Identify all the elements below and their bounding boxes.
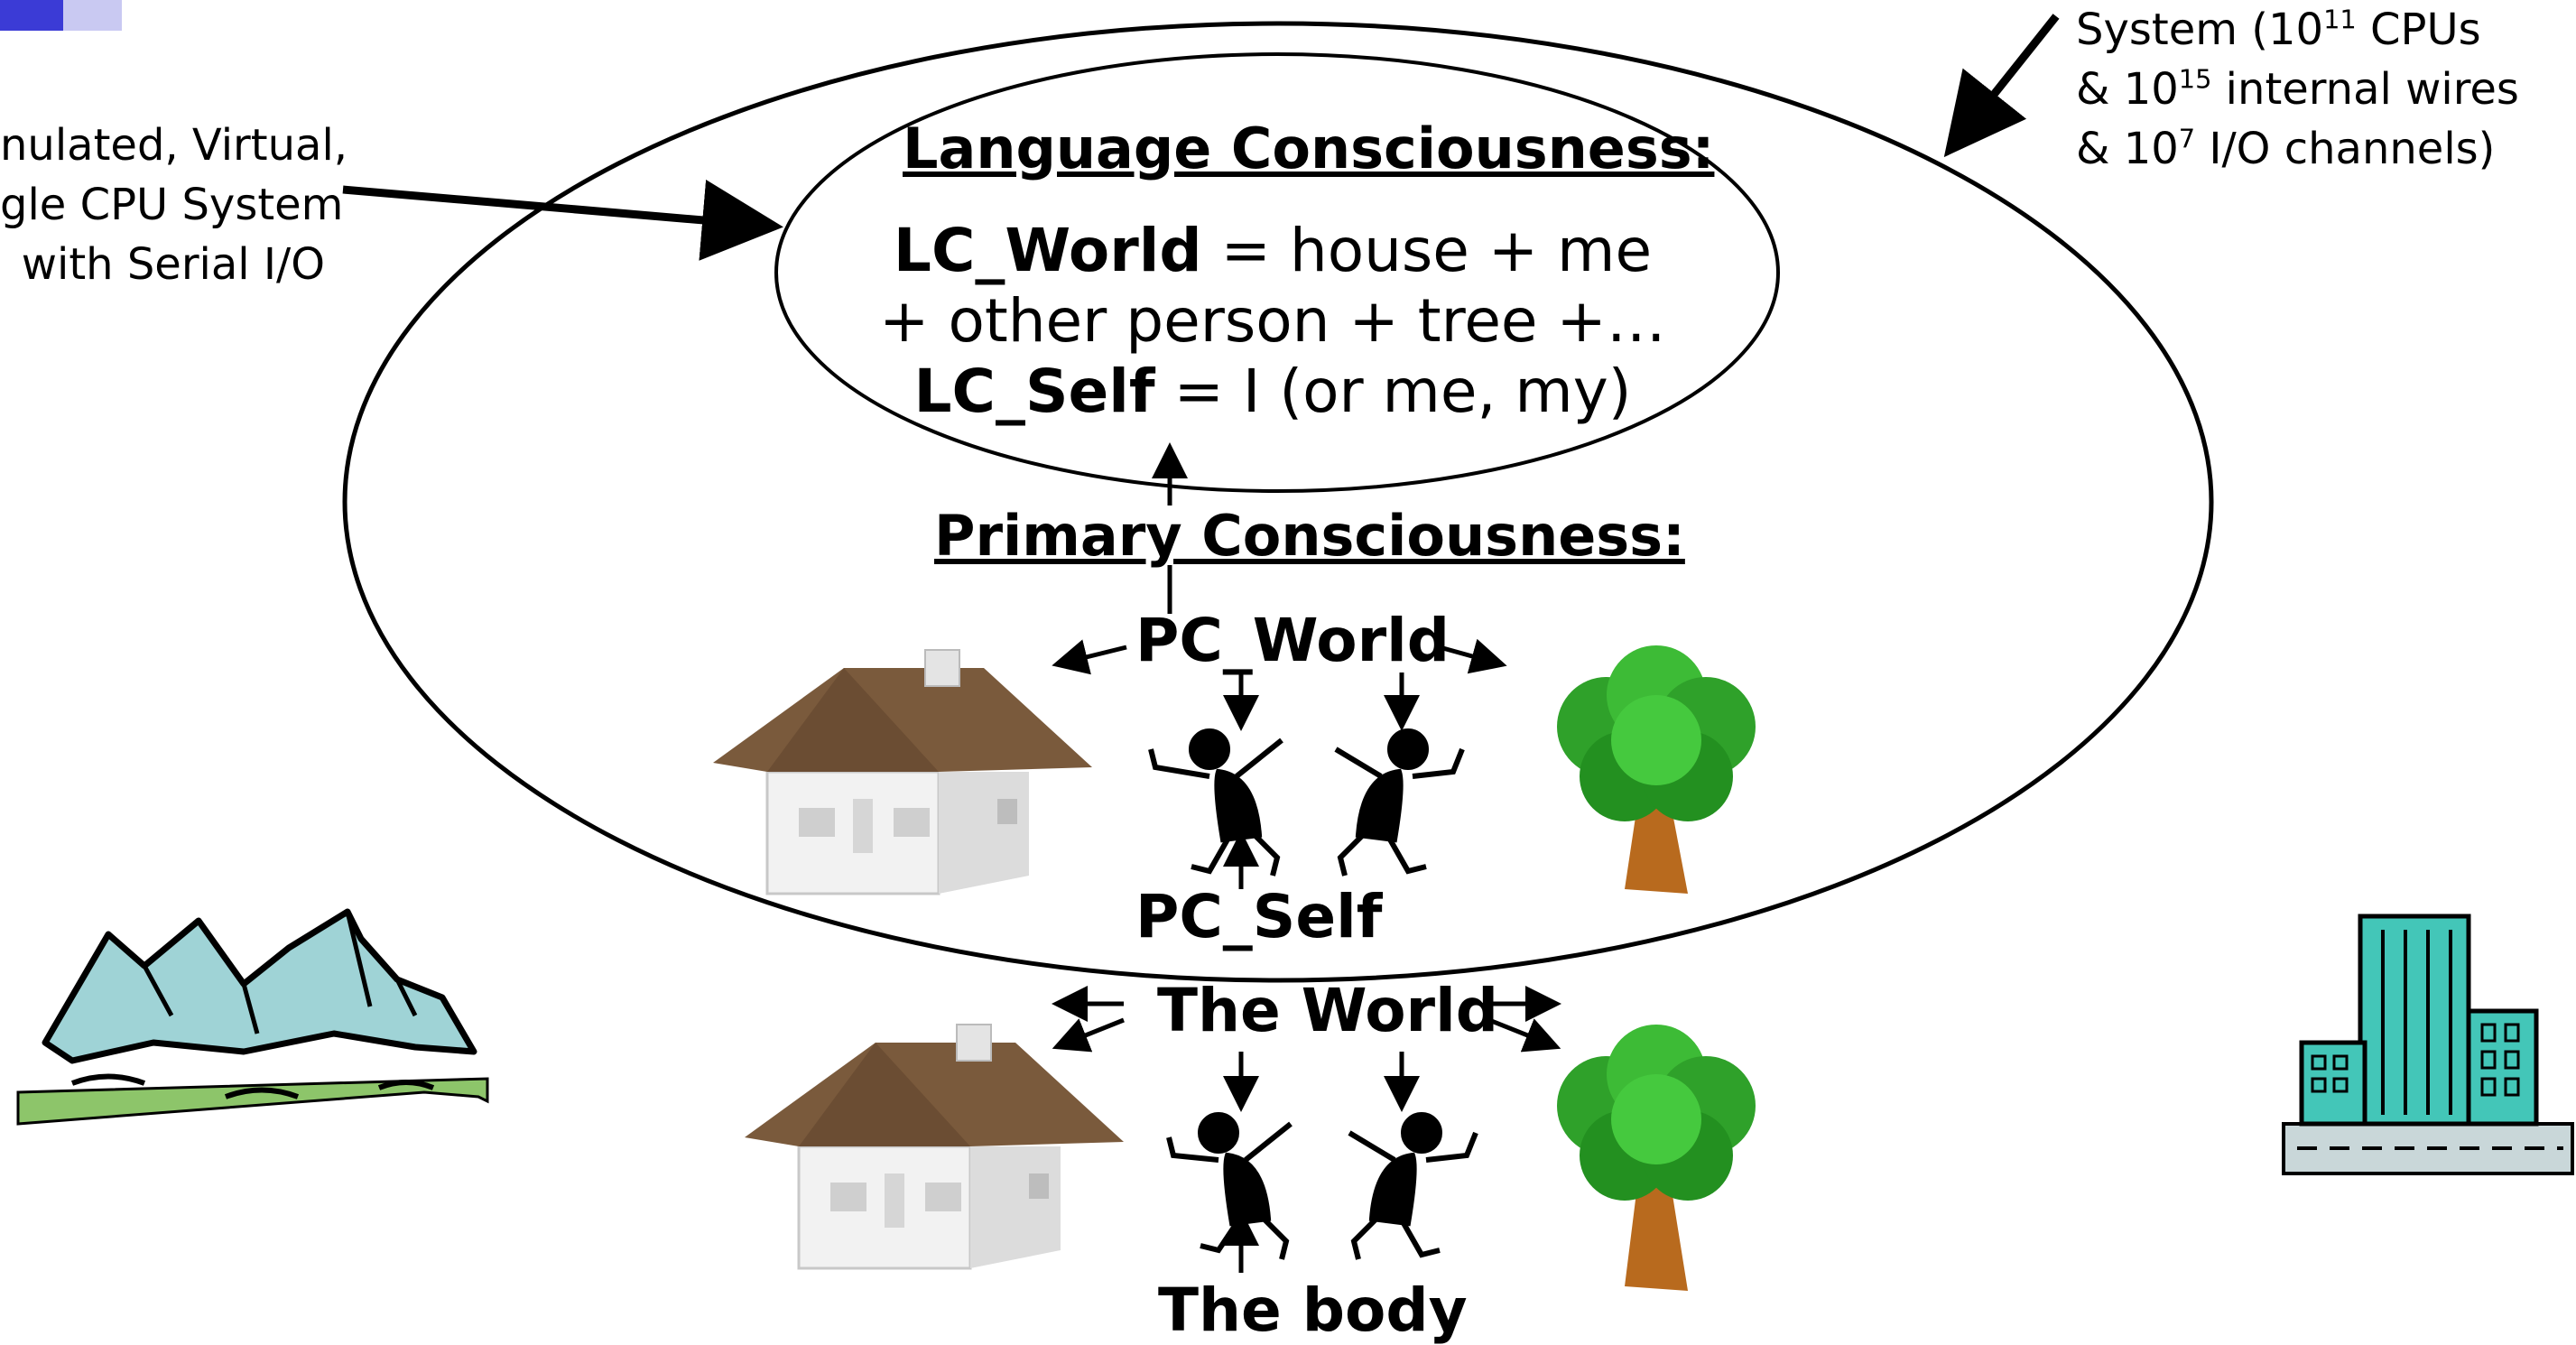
house-icon	[713, 649, 1092, 895]
building-icon	[2282, 914, 2574, 1175]
lc-world-line-1: LC_World = house + me	[866, 217, 1679, 285]
pc-world-left-arrow	[1052, 639, 1127, 675]
system-note-line-2: & 1015 internal wires	[2076, 63, 2519, 115]
tree-icon	[1557, 645, 1756, 894]
lc-self-def: = I (or me, my)	[1154, 357, 1632, 426]
serial-cpu-note-line-1: nulated, Virtual,	[0, 120, 348, 171]
pc-self-label: PC_Self	[1135, 882, 1383, 951]
serial-cpu-note-line-3: with Serial I/O	[21, 239, 325, 290]
system-note: System (1011 CPUs & 1015 internal wires …	[2076, 0, 2519, 179]
language-consciousness-title: Language Consciousness:	[903, 116, 1715, 181]
system-note-line-1: System (1011 CPUs	[2076, 4, 2481, 55]
tree-icon	[1557, 1025, 1756, 1291]
the-world-label: The World	[1157, 976, 1498, 1045]
the-body-label: The body	[1158, 1275, 1468, 1345]
mountains-icon	[16, 908, 489, 1126]
lc-self-term: LC_Self	[913, 357, 1155, 426]
primary-consciousness-title: Primary Consciousness:	[934, 503, 1685, 569]
world-right-arrow-2	[1488, 1017, 1561, 1053]
lc-world-def-2: + other person + tree +…	[879, 286, 1666, 356]
system-note-line-3: & 107 I/O channels)	[2076, 123, 2496, 174]
serial-cpu-note-line-2: gle CPU System	[0, 180, 344, 230]
corner-accent-fade	[63, 0, 122, 31]
serial-cpu-note: nulated, Virtual, gle CPU System with Se…	[0, 116, 348, 294]
lc-self-line: LC_Self = I (or me, my)	[866, 357, 1679, 426]
lc-world-line-2: + other person + tree +…	[866, 287, 1679, 356]
lc-world-def-1: = house + me	[1201, 216, 1653, 285]
person-other-icon	[1348, 1112, 1478, 1260]
pc-world-right-arrow	[1439, 638, 1507, 674]
world-left-arrow-2	[1052, 1017, 1125, 1053]
lc-world-term: LC_World	[893, 216, 1202, 285]
person-me-icon	[1148, 728, 1283, 877]
pc-world-label: PC_World	[1135, 606, 1450, 675]
system-ellipse	[342, 21, 2214, 983]
serial-cpu-pointer-arrow	[342, 180, 783, 261]
person-me-icon	[1166, 1112, 1293, 1260]
house-icon	[745, 1024, 1124, 1270]
person-other-icon	[1334, 728, 1465, 877]
system-pointer-arrow	[1943, 14, 2060, 158]
language-consciousness-ellipse	[774, 52, 1780, 493]
